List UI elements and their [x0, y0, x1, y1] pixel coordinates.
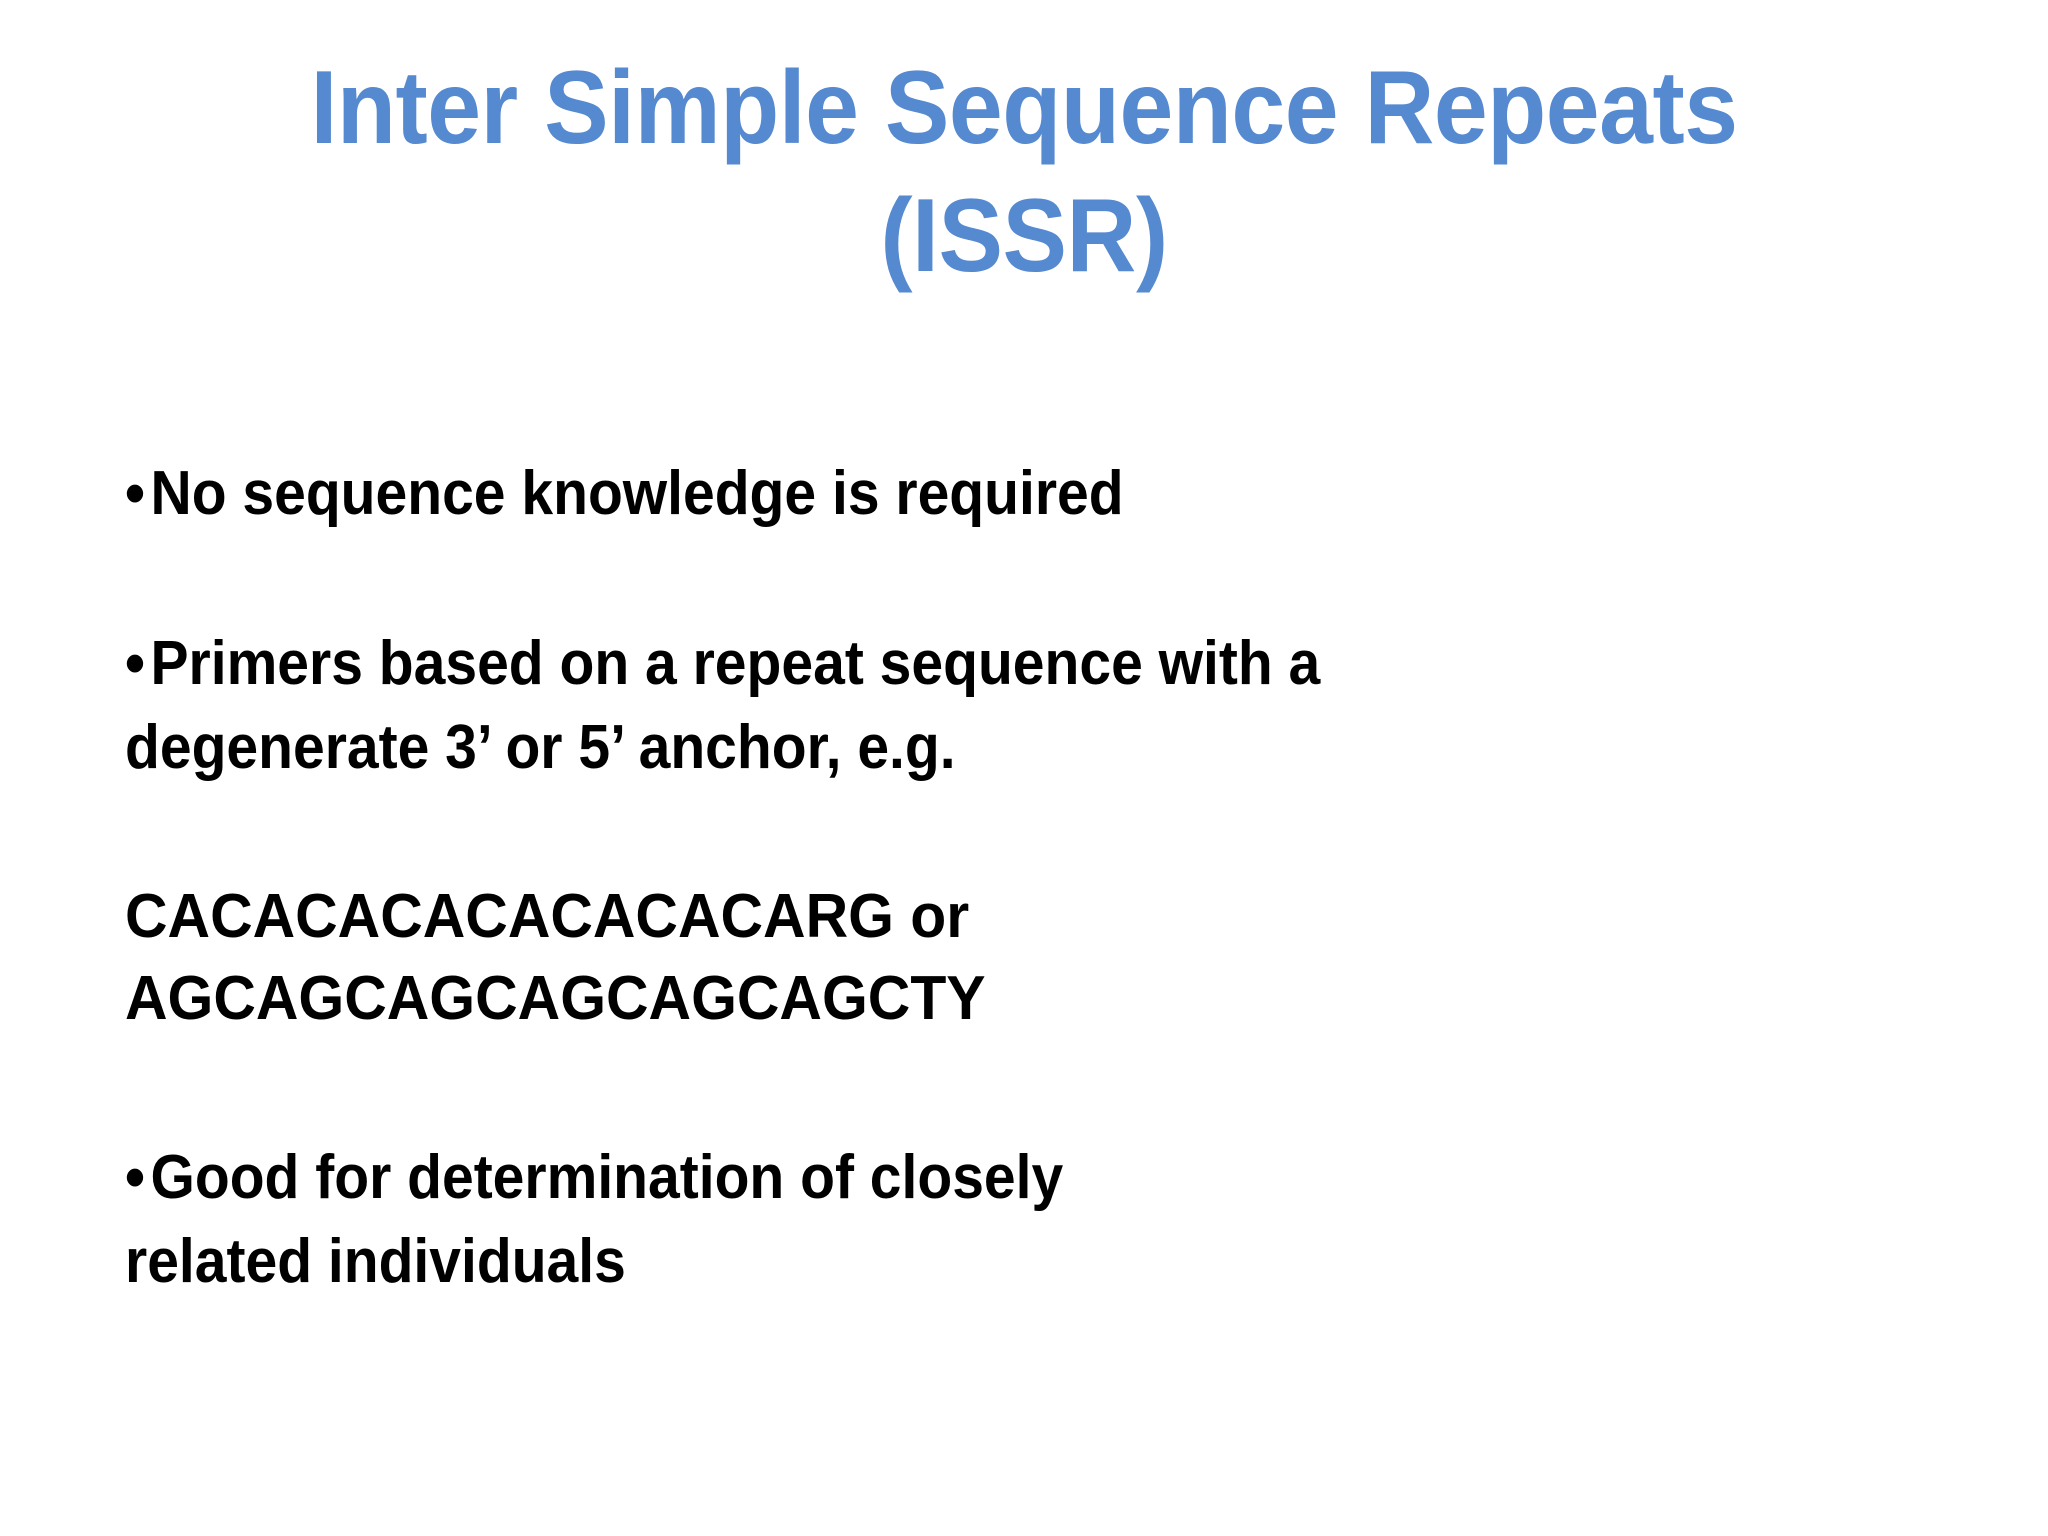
- primer-sequence-line-1: CACACACACACACACARG or: [125, 882, 970, 951]
- slide-title: Inter Simple Sequence Repeats (ISSR): [0, 44, 2048, 300]
- bullet-3-text-line-1: Good for determination of closely: [150, 1143, 1064, 1212]
- bullet-item-1: •No sequence knowledge is required: [125, 452, 1915, 536]
- bullet-dot-icon: •: [125, 459, 145, 528]
- primer-sequence-line-2: AGCAGCAGCAGCAGCAGCTY: [125, 964, 986, 1033]
- bullet-1-text: No sequence knowledge is required: [150, 459, 1124, 528]
- bullet-item-2: •Primers based on a repeat sequence with…: [125, 622, 1915, 790]
- slide-body: •No sequence knowledge is required •Prim…: [125, 452, 1915, 1304]
- bullet-3-line-2: related individuals: [125, 1227, 626, 1296]
- bullet-item-3: •Good for determination of closely relat…: [125, 1136, 1915, 1304]
- bullet-3-line-1: •Good for determination of closely: [125, 1136, 1772, 1220]
- title-line-1: Inter Simple Sequence Repeats: [310, 50, 1738, 166]
- bullet-dot-icon: •: [125, 629, 145, 698]
- bullet-1-line-1: •No sequence knowledge is required: [125, 452, 1772, 536]
- bullet-2-text-line-1: Primers based on a repeat sequence with …: [150, 629, 1321, 698]
- primer-sequence-block: CACACACACACACACARG or AGCAGCAGCAGCAGCAGC…: [125, 876, 1915, 1040]
- bullet-2-line-2: degenerate 3’ or 5’ anchor, e.g.: [125, 713, 956, 782]
- title-line-2: (ISSR): [880, 178, 1168, 294]
- bullet-dot-icon: •: [125, 1143, 145, 1212]
- bullet-2-line-1: •Primers based on a repeat sequence with…: [125, 622, 1772, 706]
